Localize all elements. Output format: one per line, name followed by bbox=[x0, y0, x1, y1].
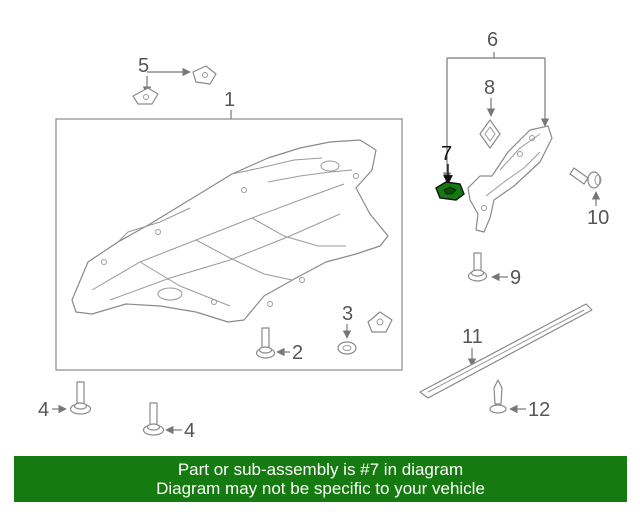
callout-4b: 4 bbox=[184, 420, 195, 442]
bolt-part-2 bbox=[255, 327, 276, 359]
callout-12: 12 bbox=[528, 399, 550, 421]
grommet-part-8 bbox=[479, 119, 501, 149]
callout-7: 7 bbox=[441, 143, 452, 165]
callout-4a: 4 bbox=[38, 399, 49, 421]
callout-3: 3 bbox=[342, 303, 353, 325]
banner-line-2: Diagram may not be specific to your vehi… bbox=[156, 479, 485, 498]
parts-diagram: 5 1 2 3 bbox=[38, 29, 609, 442]
callout-9: 9 bbox=[510, 267, 521, 289]
clip-part-5 bbox=[132, 65, 217, 105]
trim-strip-part-11 bbox=[419, 303, 593, 399]
side-shield-part-6 bbox=[467, 125, 553, 233]
bolt-part-4b bbox=[142, 402, 165, 436]
nut-clip bbox=[367, 311, 393, 333]
callout-2: 2 bbox=[292, 342, 303, 364]
screw-part-12 bbox=[489, 379, 507, 414]
callout-6: 6 bbox=[487, 29, 498, 51]
bolt-part-4a bbox=[69, 381, 92, 415]
banner-line-1: Part or sub-assembly is #7 in diagram bbox=[177, 460, 464, 479]
callout-10: 10 bbox=[587, 207, 609, 229]
callout-1: 1 bbox=[224, 89, 235, 111]
bolt-part-9 bbox=[467, 252, 488, 282]
callout-11: 11 bbox=[462, 326, 483, 348]
bracket-6 bbox=[442, 52, 550, 181]
part-info-banner: Part or sub-assembly is #7 in diagram Di… bbox=[14, 456, 627, 502]
bolt-part-10 bbox=[569, 167, 602, 189]
splash-shield-1 bbox=[71, 139, 389, 323]
clip-part-7-highlighted bbox=[435, 181, 465, 201]
washer-part-3 bbox=[337, 341, 357, 355]
callout-8: 8 bbox=[484, 77, 495, 99]
shield-frame bbox=[55, 118, 403, 371]
callout-5: 5 bbox=[138, 55, 149, 77]
